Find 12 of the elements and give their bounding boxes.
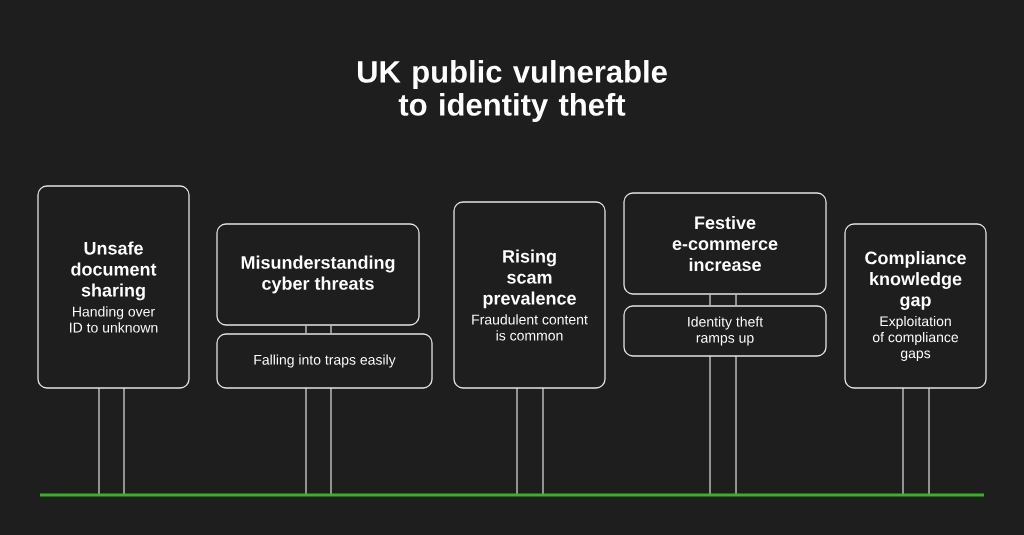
sign-post <box>709 294 711 306</box>
sign-board: Misunderstanding cyber threats <box>216 223 420 326</box>
sign-board: Identity theft ramps up <box>623 305 827 357</box>
title: UK public vulnerable to identity theft <box>358 60 667 122</box>
sign-post <box>305 325 307 334</box>
sign-board: Festive e-commerce increase <box>623 192 827 295</box>
sign-post <box>735 294 737 306</box>
sign-board: Unsafe document sharing Handing over ID to unknown <box>37 185 190 389</box>
sign-board: Rising scam prevalence Fraudulent content is common <box>453 201 606 389</box>
sign-post <box>330 325 332 334</box>
sign-board: Compliance knowledge gap Exploitation of compliance gaps <box>844 223 987 389</box>
sign-board: Falling into traps easily <box>216 333 433 389</box>
